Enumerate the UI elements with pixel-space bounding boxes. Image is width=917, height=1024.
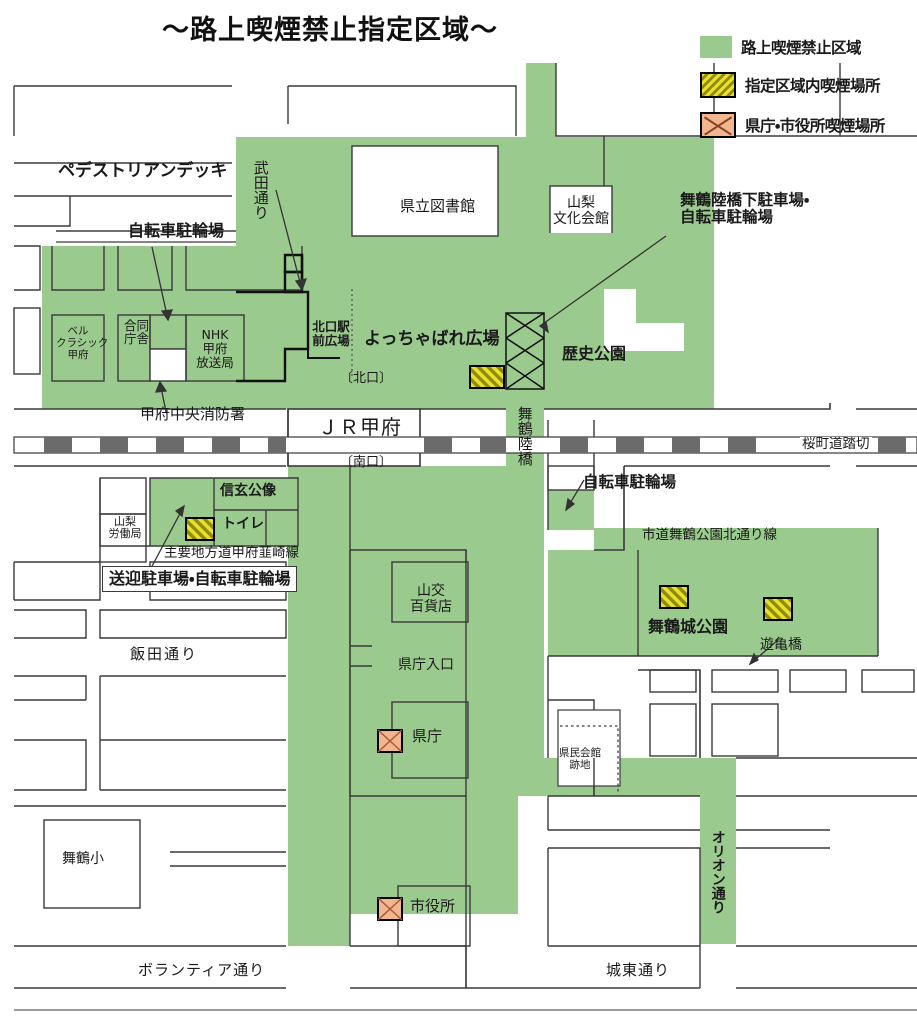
smoking-area-maizuru-2 <box>763 597 793 621</box>
government-smoking-area-markers[interactable] <box>377 729 403 921</box>
street-joto-dori: 城東通り <box>606 961 671 979</box>
smoking-area-maizuru-1 <box>659 585 689 609</box>
place-maizuru-jo-koen: 舞鶴城公園 <box>648 617 729 636</box>
place-sanko-hyakkaten: 山交 百貨店 <box>410 583 452 615</box>
orange-cross-swatch-icon <box>700 112 736 138</box>
place-minamiguchi-exit: 〔南口〕 <box>340 455 393 470</box>
legend-item-government: 県庁・市役所喫煙場所 <box>700 112 915 138</box>
callout-leader-lines <box>149 189 779 666</box>
page-title: 〜路上喫煙禁止指定区域〜 <box>162 15 498 46</box>
place-bell-classic-kofu: ベル クラシック 甲府 <box>56 325 109 361</box>
legend-item-ban-zone: 路上喫煙禁止区域 <box>700 36 915 58</box>
legend-label-ban-zone: 路上喫煙禁止区域 <box>741 39 862 57</box>
callout-yukibashi: 遊亀橋 <box>760 637 802 653</box>
road-network <box>13 63 917 1011</box>
legend-item-designated: 指定区域内喫煙場所 <box>700 72 915 98</box>
place-shiyakusho: 市役所 <box>410 897 456 915</box>
callout-dropoff-parking: 送迎駐車場・自転車駐輪場 <box>102 566 298 592</box>
smoking-area-yocchabare <box>469 365 505 389</box>
place-kenritsu-toshokan: 県立図書館 <box>400 197 476 215</box>
place-jr-kofu: ＪＲ甲府 <box>318 415 402 439</box>
street-kofu-nirasaki-sen: 主要地方道甲府韮崎線 <box>164 545 299 561</box>
callout-pedestrian-deck: ペデストリアンデッキ <box>58 161 228 181</box>
place-kencho: 県庁 <box>412 727 443 745</box>
smoking-area-shingen <box>185 517 215 541</box>
legend: 路上喫煙禁止区域 指定区域内喫煙場所 県庁・市役所喫煙場所 <box>700 36 915 152</box>
place-nhk-kofu: NHK 甲府 放送局 <box>196 327 234 370</box>
green-smoking-ban-zone <box>42 63 878 946</box>
street-iida-dori: 飯田通り <box>130 645 199 663</box>
green-swatch-icon <box>700 36 732 58</box>
street-shido-maizuru-kitadori: 市道舞鶴公園北通り線 <box>642 527 777 543</box>
place-toilet: トイレ <box>222 516 264 532</box>
place-yamanashi-bunka-kaikan: 山梨 文化会館 <box>553 195 609 227</box>
street-volunteer-dori: ボランティア通り <box>138 961 266 979</box>
place-yamanashi-rodokyoku: 山梨 労働局 <box>108 515 142 541</box>
legend-label-designated: 指定区域内喫煙場所 <box>745 77 881 95</box>
railway-line <box>13 436 917 454</box>
place-kenmin-kaikan-ato: 県民会館 跡地 <box>559 747 601 771</box>
street-sakuramachi-fumikiri: 桜町道踏切 <box>800 436 872 453</box>
smoking-area-shiyakusho <box>377 897 403 921</box>
place-kencho-iriguchi: 県庁入口 <box>398 657 454 673</box>
callout-fire-department: 甲府中央消防署 <box>140 405 246 423</box>
place-kitaguchi-exit: 〔北口〕 <box>340 371 393 386</box>
callout-maizuru-overpass-parking: 舞鶴陸橋下駐車場・ 自転車駐輪場 <box>680 191 810 227</box>
street-orion-dori: オリオン通り <box>709 830 726 914</box>
place-kitaguchi-ekimae-hiroba: 北口駅 前広場 <box>312 319 350 348</box>
place-maizuru-sho: 舞鶴小 <box>62 851 104 867</box>
callout-bicycle-parking-nw: 自転車駐輪場 <box>128 221 225 240</box>
smoking-area-kencho <box>377 729 403 753</box>
place-godo-chosha: 合同 庁舎 <box>124 318 150 346</box>
yellow-hatch-swatch-icon <box>700 72 736 98</box>
street-maizuru-rikkyo: 舞鶴陸橋 <box>515 406 534 466</box>
callout-bicycle-parking-east: 自転車駐輪場 <box>583 473 677 491</box>
legend-label-government: 県庁・市役所喫煙場所 <box>745 117 885 135</box>
street-takeda-dori: 武田通り <box>251 160 270 220</box>
designated-smoking-area-markers[interactable] <box>185 365 793 621</box>
place-yocchabare-hiroba: よっちゃばれ広場 <box>364 329 500 349</box>
place-rekishi-koen: 歴史公園 <box>562 344 627 363</box>
place-shingen-statue: 信玄公像 <box>220 483 276 499</box>
